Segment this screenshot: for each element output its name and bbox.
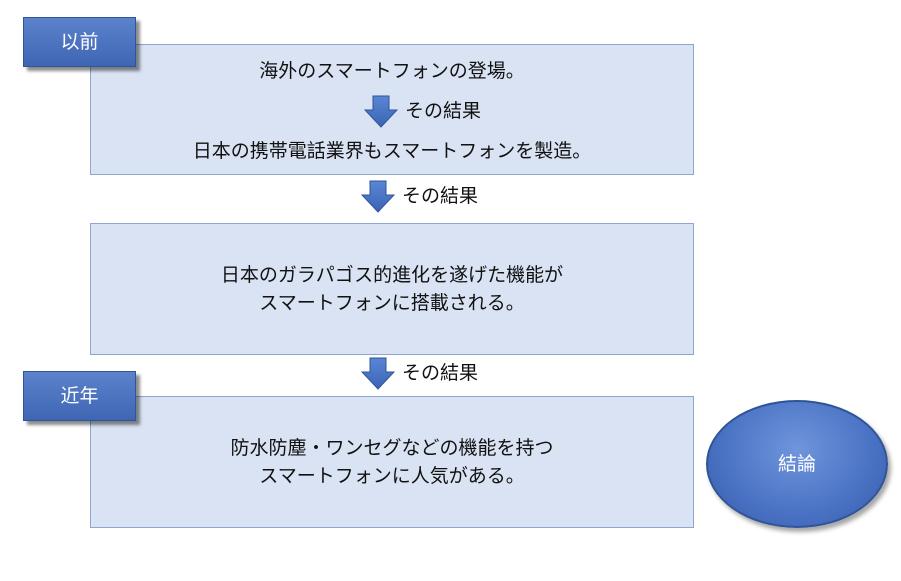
connector1-label: その結果	[402, 185, 479, 207]
box2-line1: 日本のガラパゴス的進化を遂げた機能が	[220, 264, 564, 286]
tag-recent: 近年	[23, 371, 136, 421]
box2-line2: スマートフォンに搭載される。	[259, 292, 525, 314]
down-arrow-icon	[364, 95, 398, 128]
inner-result-label: その結果	[405, 100, 482, 122]
recent-box: 防水防塵・ワンセグなどの機能を持つ スマートフォンに人気がある。	[90, 396, 694, 528]
tag-before: 以前	[23, 17, 136, 67]
result-connector-1: その結果	[361, 180, 521, 214]
box3-line1: 防水防塵・ワンセグなどの機能を持つ	[230, 437, 554, 459]
result-connector-2: その結果	[361, 357, 521, 391]
box1-line2: 日本の携帯電話業界もスマートフォンを製造。	[192, 140, 592, 162]
down-arrow-icon	[361, 180, 395, 213]
inner-result-connector: その結果	[364, 95, 524, 129]
connector2-label: その結果	[402, 362, 479, 384]
evolution-box: 日本のガラパゴス的進化を遂げた機能が スマートフォンに搭載される。	[90, 223, 694, 355]
conclusion-ellipse: 結論	[706, 400, 888, 528]
cause-box-before: 海外のスマートフォンの登場。 その結果 日本の携帯電話業界もスマートフォンを製造…	[90, 44, 694, 175]
box1-line1: 海外のスマートフォンの登場。	[259, 60, 525, 82]
down-arrow-icon	[361, 357, 395, 390]
box3-line2: スマートフォンに人気がある。	[259, 465, 525, 487]
